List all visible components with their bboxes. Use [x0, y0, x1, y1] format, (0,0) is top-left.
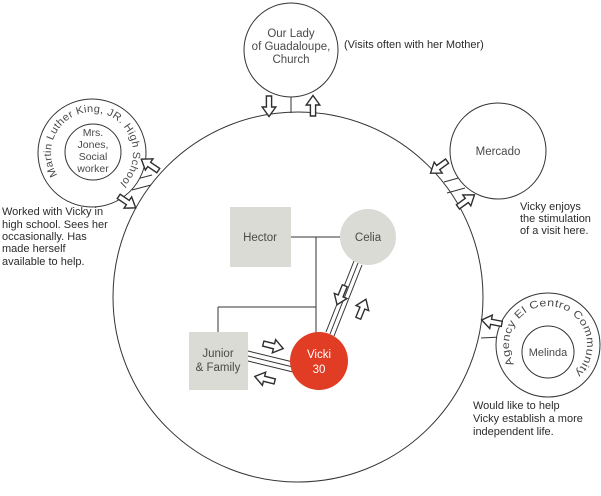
family-boundary-circle — [112, 111, 484, 483]
mercado-note-line3: of a visit here. — [520, 225, 588, 237]
agency-inner-circle — [521, 325, 575, 379]
school-note-line5: available to help. — [2, 256, 85, 268]
church-circle — [243, 2, 339, 98]
junior-label-line2: & Family — [196, 362, 241, 374]
junior-vicki-bond-line-1 — [247, 350, 294, 363]
school-worker-line3: Social — [79, 151, 108, 163]
agency-note-line1: Would like to help — [473, 400, 560, 412]
junior-box — [189, 332, 248, 390]
church-label-line2: of Guadaloupe, — [252, 41, 331, 53]
agency-contact-label: Melinda — [529, 347, 568, 359]
celia-circle — [340, 209, 396, 265]
mercado-circle — [449, 102, 547, 200]
junior-label-line1: Junior — [202, 348, 233, 360]
hector-label: Hector — [243, 232, 277, 244]
church-label-line1: Our Lady — [267, 28, 315, 40]
school-note-line2: high school. Sees her — [2, 219, 108, 231]
school-worker-line4: worker — [76, 163, 109, 175]
vicki-age-label: 30 — [313, 364, 326, 376]
school-worker-line1: Mrs. — [83, 127, 103, 139]
junior-vicki-bond-line-3 — [247, 360, 294, 373]
hector-box — [230, 207, 291, 267]
agency-note-line3: independent life. — [473, 426, 554, 438]
school-note-line3: occasionally. Has — [2, 231, 87, 243]
celia-label: Celia — [355, 232, 382, 244]
church-note: (Visits often with her Mother) — [344, 39, 484, 51]
school-note-line1: Worked with Vicky in — [2, 206, 103, 218]
school-connector-line-2 — [131, 184, 152, 191]
school-worker-line2: Jones, — [78, 139, 109, 151]
mercado-label: Mercado — [476, 146, 521, 158]
school-note-line4: made herself — [2, 243, 67, 255]
vicki-name-label: Vicki — [307, 349, 331, 361]
school-inner-circle — [64, 123, 122, 181]
mercado-note-line1: Vicky enjoys — [520, 201, 581, 213]
agency-note-line2: Vicky establish a more — [473, 413, 583, 425]
mercado-note-line2: the stimulation — [520, 213, 591, 225]
celia-vicki-bond-line-3 — [333, 264, 363, 337]
junior-vicki-bond-line-2 — [247, 355, 294, 368]
mercado-connector-line-2 — [446, 187, 466, 194]
vicki-circle — [290, 332, 348, 390]
church-label-line3: Church — [272, 54, 309, 66]
